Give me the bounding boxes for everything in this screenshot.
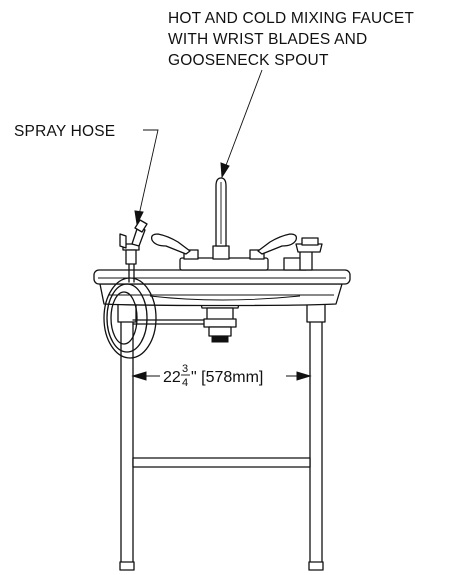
spray-hose-leader (134, 129, 159, 226)
soap-dispenser (283, 237, 323, 271)
spray-head (119, 219, 148, 265)
sink-basin (93, 269, 351, 307)
faucet-callout-line-3: GOOSENECK SPOUT (168, 52, 329, 69)
width-dimension (131, 371, 312, 381)
right-leg (308, 305, 324, 571)
faucet-leader (220, 69, 263, 179)
faucet-callout-line-2: WITH WRIST BLADES AND (168, 31, 367, 48)
dimension-suffix: " [578mm] (191, 369, 263, 386)
dimension-denominator: 4 (182, 377, 188, 389)
dimension-numerator: 3 (182, 363, 188, 375)
dimension-whole: 22 (163, 369, 181, 386)
drain-assembly (199, 299, 241, 343)
left-leg (119, 305, 135, 571)
faucet-assembly (150, 177, 298, 271)
spray-hose-coil (103, 261, 157, 359)
cross-bar (132, 457, 311, 468)
spray-hose-callout: SPRAY HOSE (14, 123, 115, 140)
faucet-callout-line-1: HOT AND COLD MIXING FAUCET (168, 10, 414, 27)
